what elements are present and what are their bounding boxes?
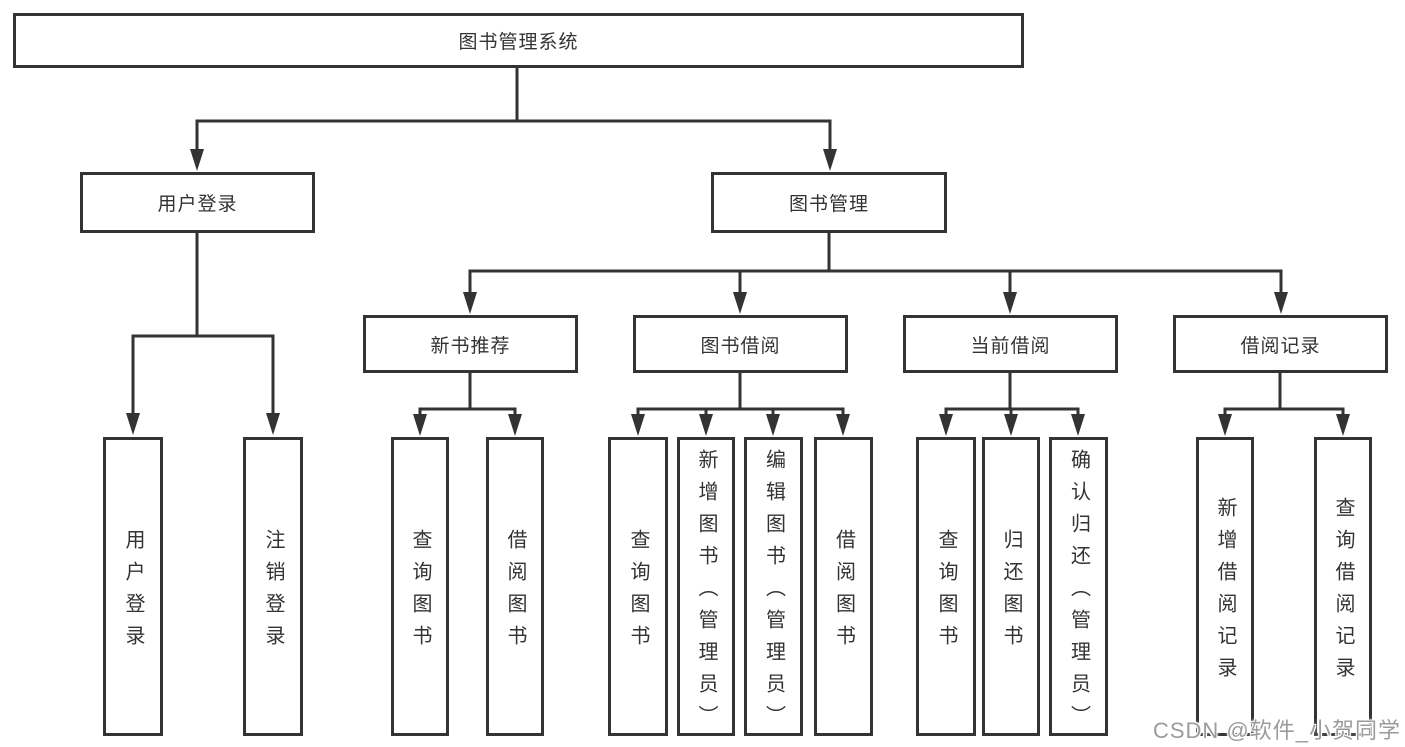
node-user-login: 用户登录 (80, 172, 315, 233)
node-user-login-label: 用户登录 (157, 194, 238, 215)
node-book-management-label: 图书管理 (788, 194, 869, 215)
leaf-borrow-book-2: 借阅图书 (814, 437, 873, 736)
connector-path (195, 119, 832, 154)
node-borrow-record: 借阅记录 (1173, 315, 1388, 373)
node-root: 图书管理系统 (13, 13, 1024, 68)
arrowhead (266, 413, 280, 435)
node-new-book-recommend: 新书推荐 (363, 315, 578, 373)
arrowhead (1003, 292, 1017, 314)
leaf-query-borrow-record-label: 查询借阅记录 (1332, 496, 1354, 689)
connector-path (1223, 407, 1345, 419)
arrowhead (1004, 414, 1018, 436)
leaf-user-login-label: 用户登录 (122, 528, 144, 657)
node-borrow-record-label: 借阅记录 (1240, 335, 1321, 357)
arrowhead (463, 292, 477, 314)
leaf-logout: 注销登录 (243, 437, 303, 736)
leaf-confirm-return-admin: 确认归还（管理员） (1049, 437, 1108, 737)
arrowhead (939, 414, 953, 436)
leaf-add-book-admin: 新增图书（管理员） (677, 437, 735, 737)
leaf-query-book-3: 查询图书 (916, 437, 976, 736)
arrowhead (766, 414, 780, 436)
arrowhead (413, 414, 427, 436)
node-current-borrow: 当前借阅 (903, 315, 1118, 373)
leaf-return-book-label: 归还图书 (1000, 528, 1022, 657)
leaf-query-book-2-label: 查询图书 (627, 528, 649, 657)
arrowhead (823, 149, 837, 171)
leaf-add-borrow-record: 新增借阅记录 (1196, 437, 1254, 736)
leaf-query-book-3-label: 查询图书 (935, 528, 957, 657)
arrowhead (733, 292, 747, 314)
arrowhead (1274, 292, 1288, 314)
leaf-borrow-book-1: 借阅图书 (486, 437, 544, 736)
arrowhead (126, 413, 140, 435)
leaf-confirm-return-admin-label: 确认归还（管理员） (1067, 448, 1090, 737)
csdn-watermark: CSDN @软件_小贺同学 (1152, 718, 1401, 743)
arrowhead (699, 414, 713, 436)
arrowhead (1218, 414, 1232, 436)
leaf-edit-book-admin: 编辑图书（管理员） (744, 437, 803, 737)
arrowhead (836, 414, 850, 436)
leaf-borrow-book-1-label: 借阅图书 (504, 528, 526, 657)
node-new-book-recommend-label: 新书推荐 (430, 335, 511, 357)
node-root-label: 图书管理系统 (458, 32, 579, 53)
leaf-add-book-admin-label: 新增图书（管理员） (695, 448, 717, 737)
connector-path (418, 407, 517, 419)
leaf-query-book-2: 查询图书 (608, 437, 668, 736)
leaf-user-login: 用户登录 (103, 437, 163, 736)
node-book-management: 图书管理 (711, 172, 947, 233)
leaf-add-borrow-record-label: 新增借阅记录 (1214, 496, 1236, 689)
node-book-borrow-label: 图书借阅 (700, 335, 781, 357)
connector-path (636, 407, 845, 419)
arrowhead (508, 414, 522, 436)
leaf-edit-book-admin-label: 编辑图书（管理员） (762, 448, 785, 737)
leaf-borrow-book-2-label: 借阅图书 (832, 528, 855, 657)
node-current-borrow-label: 当前借阅 (970, 335, 1051, 357)
leaf-logout-label: 注销登录 (262, 528, 284, 657)
connector-path (468, 269, 1283, 297)
leaf-query-book-1: 查询图书 (391, 437, 449, 736)
connector-path (131, 334, 275, 418)
leaf-return-book: 归还图书 (982, 437, 1040, 736)
leaf-query-book-1-label: 查询图书 (409, 528, 431, 657)
arrowhead (631, 414, 645, 436)
arrowhead (1336, 414, 1350, 436)
leaf-query-borrow-record: 查询借阅记录 (1314, 437, 1372, 736)
arrowhead (1071, 414, 1085, 436)
arrowhead (190, 149, 204, 171)
node-book-borrow: 图书借阅 (633, 315, 848, 373)
